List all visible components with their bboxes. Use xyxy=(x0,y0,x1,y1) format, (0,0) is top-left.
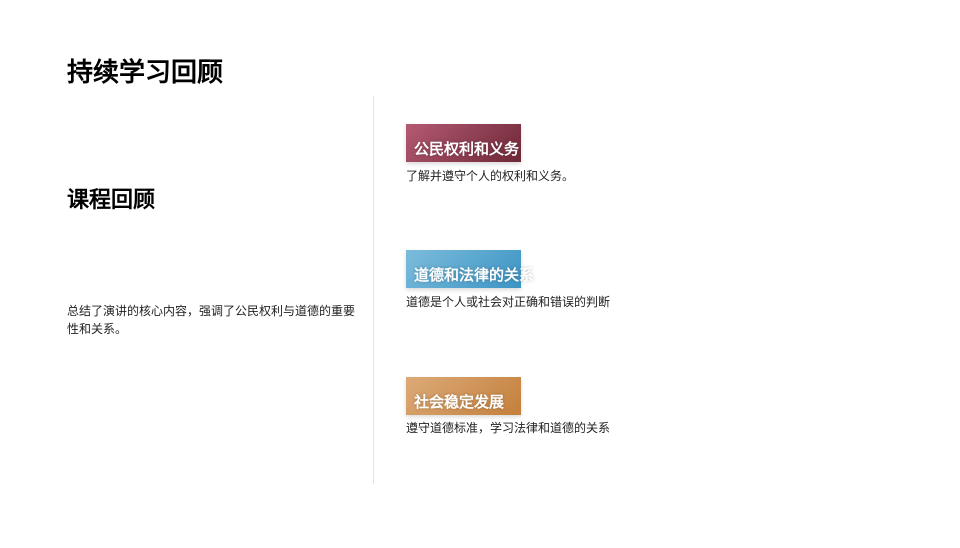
section-summary: 总结了演讲的核心内容，强调了公民权利与道德的重要性和关系。 xyxy=(67,304,356,336)
item-description: 遵守道德标准，学习法律和道德的关系 xyxy=(406,421,611,435)
item-label: 社会稳定发展 xyxy=(414,393,505,411)
item-label-box: 社会稳定发展 xyxy=(406,377,521,415)
item-description: 了解并遵守个人的权利和义务。 xyxy=(406,169,575,183)
page-title: 持续学习回顾 xyxy=(67,58,224,88)
item-description: 道德是个人或社会对正确和错误的判断 xyxy=(406,295,611,309)
item-label-box: 公民权利和义务 xyxy=(406,124,521,162)
item-label: 公民权利和义务 xyxy=(414,140,520,158)
item-label: 道德和法律的关系 xyxy=(414,266,535,284)
item-label-box: 道德和法律的关系 xyxy=(406,250,534,288)
section-heading: 课程回顾 xyxy=(67,188,156,213)
divider xyxy=(373,96,374,484)
